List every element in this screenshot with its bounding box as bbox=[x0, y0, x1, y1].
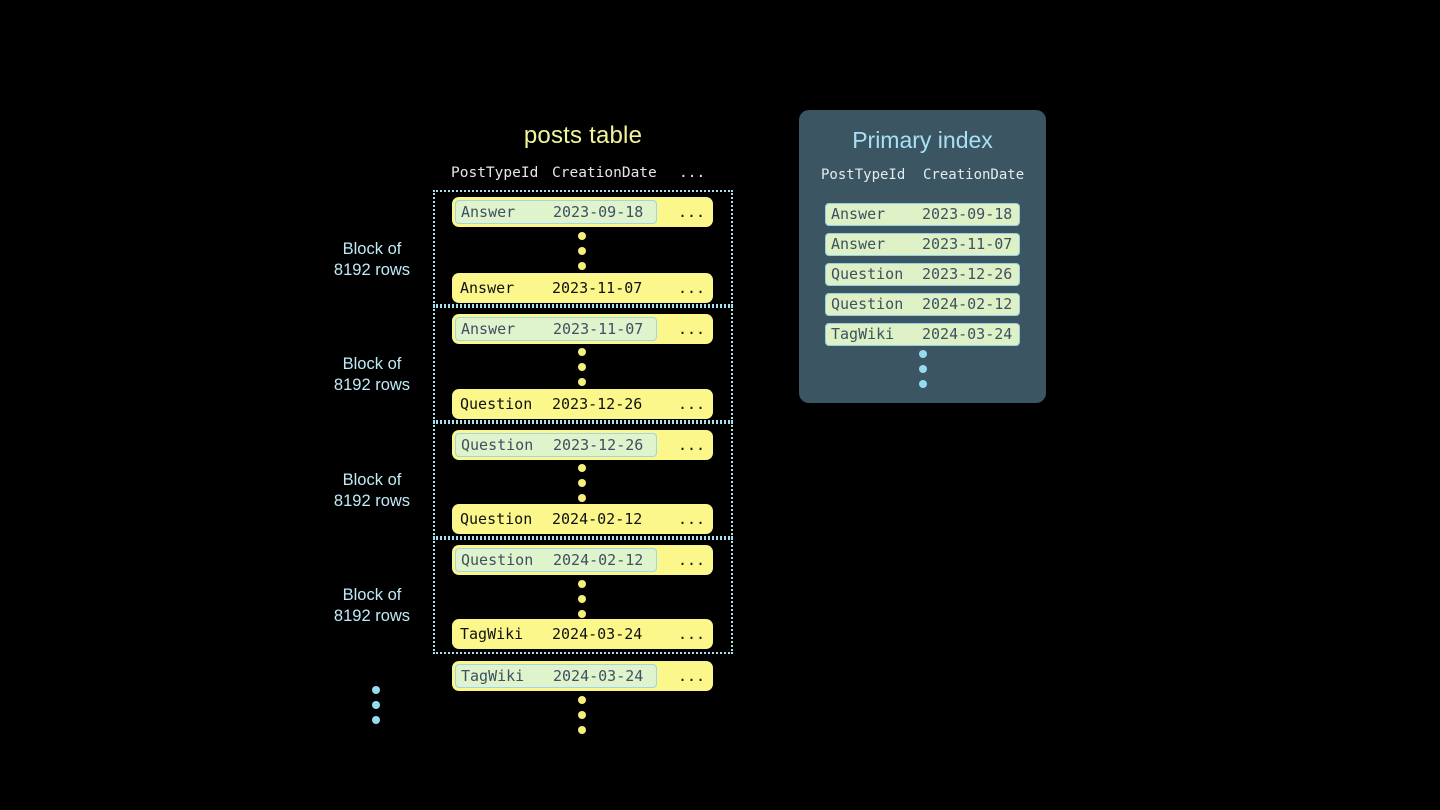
posts-table-title: posts table bbox=[523, 122, 643, 149]
cell-posttypeid: Question bbox=[460, 395, 533, 413]
cell-creationdate: 2024-02-12 bbox=[553, 551, 644, 569]
row-highlight-marker bbox=[455, 433, 657, 457]
cell-creationdate: 2023-12-26 bbox=[553, 436, 644, 454]
cell-posttypeid: Question bbox=[460, 510, 533, 528]
index-cell-posttypeid: TagWiki bbox=[831, 325, 895, 343]
row-highlight-marker bbox=[455, 200, 657, 224]
block-3-label: Block of 8192 rows bbox=[318, 470, 426, 512]
vertical-ellipsis-icon bbox=[576, 696, 588, 734]
cell-posttypeid: TagWiki bbox=[460, 625, 524, 643]
table-row: TagWiki 2024-03-24 ... bbox=[452, 619, 713, 649]
block-3-label-line1: Block of bbox=[342, 471, 402, 489]
index-cell-posttypeid: Question bbox=[831, 265, 904, 283]
posts-table-column-headers: PostTypeId CreationDate ... bbox=[433, 165, 733, 187]
table-row: Answer 2023-09-18 ... bbox=[452, 197, 713, 227]
cell-more: ... bbox=[678, 551, 706, 569]
posts-table-block-1 bbox=[433, 190, 733, 306]
cell-creationdate: 2023-11-07 bbox=[552, 279, 643, 297]
cell-creationdate: 2023-09-18 bbox=[553, 203, 644, 221]
cell-posttypeid: Answer bbox=[460, 279, 515, 297]
index-column-header-creationdate: CreationDate bbox=[923, 167, 1025, 183]
block-1-label: Block of 8192 rows bbox=[318, 239, 426, 281]
column-header-creationdate: CreationDate bbox=[552, 165, 657, 181]
index-cell-creationdate: 2024-03-24 bbox=[922, 325, 1013, 343]
row-highlight-marker bbox=[455, 664, 657, 688]
posts-table-block-3 bbox=[433, 422, 733, 538]
index-row: TagWiki 2024-03-24 bbox=[825, 323, 1020, 346]
index-cell-creationdate: 2023-12-26 bbox=[922, 265, 1013, 283]
table-row: Question 2023-12-26 ... bbox=[452, 430, 713, 460]
cell-more: ... bbox=[678, 625, 706, 643]
block-4-label-line2: 8192 rows bbox=[333, 607, 411, 625]
index-cell-posttypeid: Answer bbox=[831, 235, 886, 253]
cell-creationdate: 2024-03-24 bbox=[552, 625, 643, 643]
index-row: Question 2024-02-12 bbox=[825, 293, 1020, 316]
block-2-label-line2: 8192 rows bbox=[333, 376, 411, 394]
posts-table-block-2 bbox=[433, 306, 733, 422]
block-3-label-line2: 8192 rows bbox=[333, 492, 411, 510]
cell-posttypeid: Question bbox=[461, 551, 534, 569]
index-cell-creationdate: 2023-09-18 bbox=[922, 205, 1013, 223]
table-row: Question 2024-02-12 ... bbox=[452, 545, 713, 575]
cell-more: ... bbox=[678, 395, 706, 413]
table-row: Question 2023-12-26 ... bbox=[452, 389, 713, 419]
cell-more: ... bbox=[678, 203, 706, 221]
cell-more: ... bbox=[678, 510, 706, 528]
posts-table-block-4 bbox=[433, 538, 733, 654]
primary-index-column-headers: PostTypeId CreationDate bbox=[799, 167, 1046, 187]
cell-creationdate: 2023-12-26 bbox=[552, 395, 643, 413]
row-highlight-marker bbox=[455, 548, 657, 572]
block-2-label-line1: Block of bbox=[342, 355, 402, 373]
block-1-label-line1: Block of bbox=[342, 240, 402, 258]
cell-creationdate: 2023-11-07 bbox=[553, 320, 644, 338]
table-row: Question 2024-02-12 ... bbox=[452, 504, 713, 534]
index-row: Answer 2023-11-07 bbox=[825, 233, 1020, 256]
cell-posttypeid: Answer bbox=[461, 203, 516, 221]
index-cell-creationdate: 2023-11-07 bbox=[922, 235, 1013, 253]
index-row: Question 2023-12-26 bbox=[825, 263, 1020, 286]
cell-more: ... bbox=[678, 279, 706, 297]
cell-creationdate: 2024-02-12 bbox=[552, 510, 643, 528]
index-continuation-ellipsis-icon bbox=[799, 350, 1046, 388]
cell-creationdate: 2024-03-24 bbox=[553, 667, 644, 685]
cell-more: ... bbox=[678, 667, 706, 685]
cell-more: ... bbox=[678, 320, 706, 338]
table-row: Answer 2023-11-07 ... bbox=[452, 314, 713, 344]
cell-posttypeid: Answer bbox=[461, 320, 516, 338]
index-column-header-posttypeid: PostTypeId bbox=[821, 167, 906, 183]
cell-posttypeid: Question bbox=[461, 436, 534, 454]
column-header-more: ... bbox=[679, 165, 706, 181]
cell-more: ... bbox=[678, 436, 706, 454]
block-4-label-line1: Block of bbox=[342, 586, 402, 604]
table-row: Answer 2023-11-07 ... bbox=[452, 273, 713, 303]
block-4-label: Block of 8192 rows bbox=[318, 585, 426, 627]
index-cell-creationdate: 2024-02-12 bbox=[922, 295, 1013, 313]
blocks-continuation-ellipsis-icon bbox=[370, 686, 382, 724]
vertical-ellipsis-icon bbox=[576, 580, 588, 618]
index-cell-posttypeid: Answer bbox=[831, 205, 886, 223]
vertical-ellipsis-icon bbox=[576, 232, 588, 270]
block-1-label-line2: 8192 rows bbox=[333, 261, 411, 279]
cell-posttypeid: TagWiki bbox=[461, 667, 525, 685]
index-cell-posttypeid: Question bbox=[831, 295, 904, 313]
table-row: TagWiki 2024-03-24 ... bbox=[452, 661, 713, 691]
block-2-label: Block of 8192 rows bbox=[318, 354, 426, 396]
primary-index-panel: Primary index PostTypeId CreationDate An… bbox=[799, 110, 1046, 403]
column-header-posttypeid: PostTypeId bbox=[451, 165, 539, 181]
vertical-ellipsis-icon bbox=[576, 348, 588, 386]
row-highlight-marker bbox=[455, 317, 657, 341]
primary-index-title: Primary index bbox=[852, 127, 993, 153]
vertical-ellipsis-icon bbox=[576, 464, 588, 502]
index-row: Answer 2023-09-18 bbox=[825, 203, 1020, 226]
